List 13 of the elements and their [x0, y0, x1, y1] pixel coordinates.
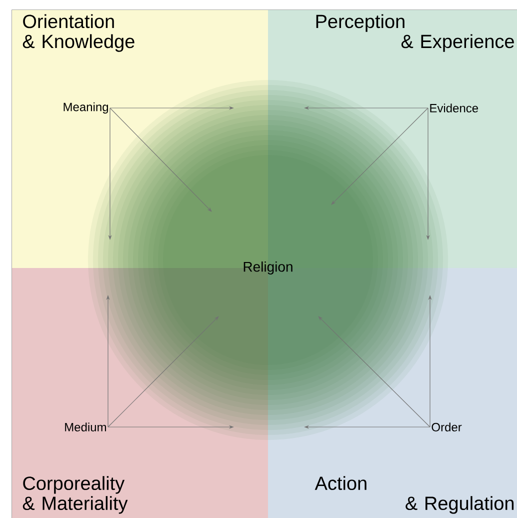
arrow — [110, 108, 212, 212]
arrow — [108, 316, 219, 428]
arrow — [331, 108, 428, 205]
center-label: Religion — [244, 261, 292, 275]
quadrant-heading: Orientation & Knowledge — [22, 14, 134, 52]
term-label: Evidence — [430, 104, 478, 112]
quadrant-heading: Perception & Experience — [316, 14, 514, 52]
arrow — [318, 316, 430, 428]
quadrant-heading: Action & Regulation — [314, 476, 514, 514]
term-label: Order — [432, 422, 462, 432]
term-label: Meaning — [64, 102, 108, 114]
term-label: Medium — [65, 422, 106, 432]
quadrant-heading: Corporeality & Materiality — [22, 476, 128, 514]
